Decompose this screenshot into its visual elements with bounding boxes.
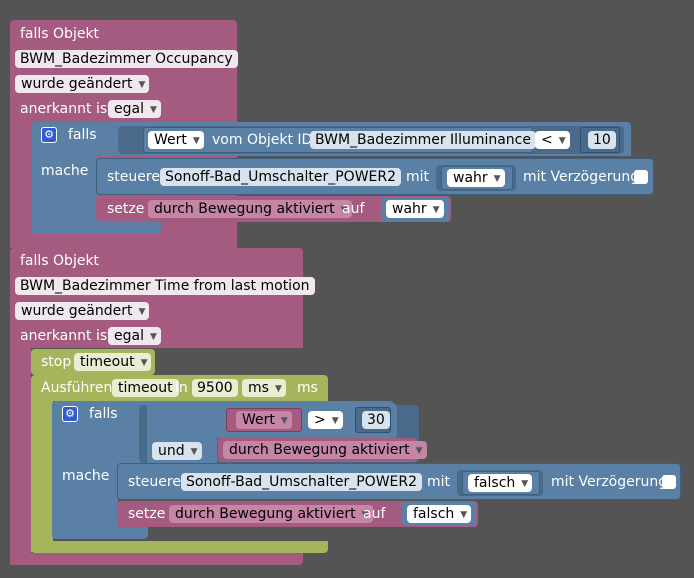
execute-timeout-body [31, 400, 53, 552]
set-1-label: setze [107, 201, 145, 217]
if-1-falls-label: falls [68, 127, 97, 143]
set-2-label: setze [128, 506, 166, 522]
trigger-block-2-body [10, 340, 31, 565]
execute-unit-label: ms [248, 380, 269, 396]
control-2-target-field[interactable]: Sonoff-Bad_Umschalter_POWER2 [181, 473, 423, 491]
trigger-2-title: falls Objekt [20, 253, 100, 269]
chevron-down-icon: ▼ [331, 416, 339, 426]
chevron-down-icon: ▼ [140, 358, 148, 368]
compare-number-field[interactable]: 30 [362, 411, 390, 429]
compare-value-label: Wert [242, 412, 275, 428]
if-1-mache-label: mache [41, 163, 89, 179]
chevron-down-icon: ▼ [274, 384, 282, 394]
stop-label: stop [41, 354, 72, 370]
control-1-delay-checkbox[interactable] [634, 170, 648, 184]
logic-and-dropdown[interactable]: und ▼ [152, 442, 202, 460]
chevron-down-icon: ▼ [190, 447, 198, 457]
set-1-variable-label: durch Bewegung aktiviert [154, 201, 335, 217]
chevron-down-icon: ▼ [280, 416, 288, 426]
trigger-block-2-footer [10, 553, 303, 565]
execute-label: Ausführen [41, 380, 113, 396]
and-variable-dropdown[interactable]: durch Bewegung aktiviert ▼ [223, 441, 427, 459]
control-2-label: steuere [128, 474, 181, 490]
chevron-down-icon: ▼ [493, 174, 501, 184]
set-1-value-label: wahr [392, 201, 427, 217]
execute-unit-suffix: ms [297, 380, 318, 396]
chevron-down-icon: ▼ [340, 205, 348, 215]
chevron-down-icon: ▼ [149, 105, 157, 115]
set-2-variable-label: durch Bewegung aktiviert [175, 506, 356, 522]
chevron-down-icon: ▼ [138, 80, 146, 90]
trigger-1-ack-value: egal [114, 101, 144, 117]
execute-unit-dropdown[interactable]: ms ▼ [242, 379, 286, 397]
chevron-down-icon: ▼ [192, 136, 200, 146]
trigger-2-ack-value: egal [114, 328, 144, 344]
control-1-value-label: wahr [453, 170, 488, 186]
control-2-with-label: mit [427, 474, 451, 490]
execute-timer-field[interactable]: timeout [112, 379, 179, 397]
control-1-delay-label: mit Verzögerung [523, 169, 640, 185]
trigger-2-ack-label: anerkannt ist [20, 328, 113, 344]
if-block-2-footer [52, 527, 148, 539]
operator-dropdown[interactable]: <▼ [535, 131, 570, 149]
chevron-down-icon: ▼ [558, 136, 566, 146]
trigger-2-change-label: wurde geändert [21, 303, 133, 319]
chevron-down-icon: ▼ [138, 307, 146, 317]
set-1-value-dropdown[interactable]: wahr ▼ [386, 200, 444, 218]
from-object-label: vom Objekt ID [212, 132, 313, 148]
compare-value-dropdown[interactable]: Wert ▼ [236, 411, 292, 429]
execute-in-label: in [175, 380, 188, 396]
set-1-to-label: auf [342, 201, 365, 217]
control-1-label: steuere [107, 169, 160, 185]
control-2-delay-checkbox[interactable] [662, 475, 676, 489]
number-field[interactable]: 10 [588, 131, 616, 149]
compare-operator-dropdown[interactable]: >▼ [308, 411, 343, 429]
trigger-2-change-dropdown[interactable]: wurde geändert ▼ [15, 302, 150, 320]
stop-timer-label: timeout [80, 354, 135, 370]
and-variable-label: durch Bewegung aktiviert [229, 442, 410, 458]
control-2-value-dropdown[interactable]: falsch ▼ [468, 474, 533, 492]
trigger-2-object-id-field[interactable]: BWM_Badezimmer Time from last motion [15, 277, 315, 295]
control-2-delay-label: mit Verzögerung [551, 474, 668, 490]
chevron-down-icon: ▼ [361, 510, 369, 520]
gear-icon[interactable]: ⚙ [41, 127, 57, 143]
set-1-variable-dropdown[interactable]: durch Bewegung aktiviert ▼ [148, 200, 352, 218]
execute-timeout-footer [31, 541, 328, 553]
set-2-value-dropdown[interactable]: falsch ▼ [407, 505, 472, 523]
gear-icon[interactable]: ⚙ [62, 406, 78, 422]
execute-duration-field[interactable]: 9500 [192, 379, 238, 397]
control-2-value-label: falsch [474, 475, 516, 491]
chevron-down-icon: ▼ [521, 479, 529, 489]
trigger-1-title: falls Objekt [20, 26, 100, 42]
value-type-label: Wert [154, 132, 187, 148]
execute-timer-label: timeout [118, 380, 173, 396]
value-type-dropdown[interactable]: Wert ▼ [148, 131, 204, 149]
operator-label: < [541, 132, 553, 148]
if-block-2-body [52, 401, 118, 539]
set-2-to-label: auf [363, 506, 386, 522]
if-2-mache-label: mache [62, 468, 110, 484]
set-2-value-label: falsch [413, 506, 455, 522]
trigger-1-ack-dropdown[interactable]: egal ▼ [108, 100, 161, 118]
chevron-down-icon: ▼ [415, 446, 423, 456]
trigger-1-change-label: wurde geändert [21, 76, 133, 92]
chevron-down-icon: ▼ [432, 205, 440, 215]
set-2-variable-dropdown[interactable]: durch Bewegung aktiviert ▼ [169, 505, 373, 523]
control-1-value-dropdown[interactable]: wahr ▼ [447, 169, 505, 187]
trigger-1-object-id-field[interactable]: BWM_Badezimmer Occupancy [15, 50, 238, 68]
compare-operator-label: > [314, 412, 326, 428]
trigger-1-change-dropdown[interactable]: wurde geändert ▼ [15, 75, 150, 93]
logic-and-label: und [158, 443, 185, 459]
control-1-target-field[interactable]: Sonoff-Bad_Umschalter_POWER2 [160, 168, 402, 186]
if-2-falls-label: falls [89, 406, 118, 422]
control-1-with-label: mit [406, 169, 430, 185]
if-block-1-footer [31, 220, 161, 234]
chevron-down-icon: ▼ [149, 332, 157, 342]
object-id-field[interactable]: BWM_Badezimmer Illuminance [310, 131, 536, 149]
chevron-down-icon: ▼ [460, 510, 468, 520]
stop-timer-dropdown[interactable]: timeout ▼ [74, 353, 152, 371]
trigger-2-ack-dropdown[interactable]: egal ▼ [108, 327, 161, 345]
trigger-1-ack-label: anerkannt ist [20, 101, 113, 117]
